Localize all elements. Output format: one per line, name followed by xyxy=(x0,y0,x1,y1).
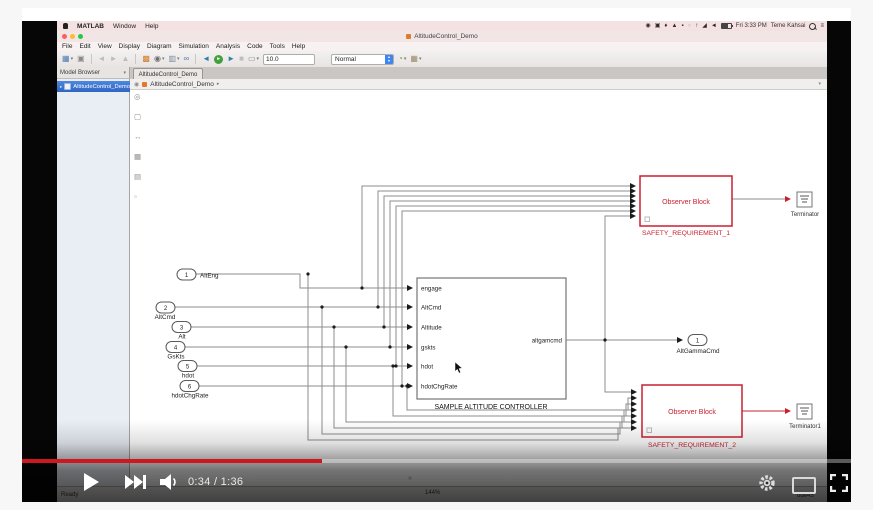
settings-gear-icon[interactable] xyxy=(758,474,776,492)
mac-menu-window[interactable]: Window xyxy=(112,22,137,30)
save-button[interactable]: ▣ xyxy=(77,54,85,63)
canvas-tool-strip: ◎ ▢ ↔ ▦ ▤ ▫ xyxy=(134,92,142,201)
tree-model-icon xyxy=(64,83,72,90)
play-button[interactable] xyxy=(84,473,99,491)
wifi-icon[interactable]: ◢ xyxy=(702,23,707,29)
toolbar: ▦▾ ▣ ◄ ► ▲ ▩ ◉▾ ▥▾ ∞ ◄ ► ► ■ ▭▾ xyxy=(57,51,827,68)
layers-tool-icon[interactable]: ▤ xyxy=(134,172,142,181)
mac-menu-help[interactable]: Help xyxy=(145,22,159,30)
notification-center-icon[interactable]: ≡ xyxy=(820,23,824,29)
breadcrumb-model-icon xyxy=(142,81,148,87)
miniplayer-button[interactable] xyxy=(792,477,816,494)
seek-bar[interactable] xyxy=(22,459,851,463)
menu-tools[interactable]: Tools xyxy=(269,43,285,50)
battery-icon[interactable] xyxy=(720,23,733,29)
tab-strip: AltitudeControl_Demo xyxy=(130,67,827,80)
menu-file[interactable]: File xyxy=(62,43,73,50)
breadcrumb-model-label[interactable]: AltitudeControl_Demo xyxy=(150,80,214,88)
close-button[interactable] xyxy=(62,34,67,39)
toolbar-separator xyxy=(135,54,137,64)
update-diagram-button[interactable]: ∞ xyxy=(183,54,190,63)
window-title: AltitudeControl_Demo xyxy=(414,33,478,40)
breadcrumb-options-icon[interactable]: ▾ xyxy=(818,81,821,87)
time-display: 0:34 / 1:36 xyxy=(188,476,244,488)
menu-edit[interactable]: Edit xyxy=(79,43,91,50)
new-model-button[interactable]: ▦▾ xyxy=(62,54,74,63)
mac-menu-app[interactable]: MATLAB xyxy=(77,22,104,30)
pan-tool-icon[interactable]: ↔ xyxy=(134,132,142,141)
record-icon[interactable]: ◉ xyxy=(645,23,651,29)
warning-icon[interactable]: ▲ xyxy=(671,23,678,29)
apple-icon[interactable] xyxy=(63,23,68,29)
tree-item-label: AltitudeControl_Demo xyxy=(73,83,130,90)
player-controls: 0:34 / 1:36 xyxy=(22,466,851,498)
shield-icon[interactable]: ♦ xyxy=(664,23,668,29)
mac-user[interactable]: Teme Kahsai xyxy=(770,23,806,29)
model-browser-panel: ▸ AltitudeControl_Demo xyxy=(57,79,130,486)
menu-analysis[interactable]: Analysis xyxy=(215,43,241,50)
seek-bar-played xyxy=(22,459,322,463)
volume-button[interactable] xyxy=(160,474,180,490)
display-icon[interactable]: ▪ xyxy=(681,23,684,29)
step-back-button[interactable]: ◄ xyxy=(202,54,211,63)
back-button[interactable]: ◄ xyxy=(97,54,106,63)
minimize-button[interactable] xyxy=(70,34,75,39)
tab-altitudecontrol-demo[interactable]: AltitudeControl_Demo xyxy=(133,68,203,80)
sim-stop-time-input[interactable] xyxy=(263,53,316,65)
deploy-button[interactable]: ▦▾ xyxy=(410,54,422,63)
build-button[interactable]: ◔▾ xyxy=(398,54,407,63)
upload-icon[interactable]: ↑ xyxy=(695,23,699,29)
check-icon[interactable]: ▣ xyxy=(654,23,661,29)
panel-collapse-icon[interactable]: ▾ xyxy=(123,69,126,76)
sim-mode-value: Normal xyxy=(335,55,356,63)
model-icon xyxy=(406,34,412,39)
run-button[interactable]: ► xyxy=(214,54,224,64)
tree-item-altitudecontrol-demo[interactable]: ▸ AltitudeControl_Demo xyxy=(57,81,130,92)
zoom-button[interactable] xyxy=(78,34,83,39)
stop-button[interactable]: ■ xyxy=(239,54,244,63)
fast-restart-button[interactable]: ▭▾ xyxy=(247,54,260,63)
fullscreen-button[interactable] xyxy=(830,474,848,492)
fit-to-view-icon[interactable]: ▢ xyxy=(134,112,142,121)
grid-tool-icon[interactable]: ▦ xyxy=(134,152,142,161)
spotlight-search-icon[interactable] xyxy=(809,22,817,30)
zoom-tool-icon[interactable]: ◎ xyxy=(134,92,141,101)
mac-clock[interactable]: Fri 3:33 PM xyxy=(735,23,767,29)
app-menubar: File Edit View Display Diagram Simulatio… xyxy=(57,42,827,51)
breadcrumb: ◉ AltitudeControl_Demo ▸ ▾ xyxy=(130,79,827,90)
menu-help[interactable]: Help xyxy=(291,43,306,50)
menu-code[interactable]: Code xyxy=(247,43,263,50)
annotation-tool-icon[interactable]: ▫ xyxy=(134,192,137,201)
library-browser-button[interactable]: ▩ xyxy=(142,54,150,63)
menu-diagram[interactable]: Diagram xyxy=(146,43,172,50)
model-settings-button[interactable]: ▥▾ xyxy=(168,54,180,63)
menu-view[interactable]: View xyxy=(97,43,112,50)
volume-status-icon[interactable]: ◄ xyxy=(710,23,717,29)
model-browser-header: Model Browser ▾ xyxy=(57,67,130,79)
forward-button[interactable]: ► xyxy=(109,54,118,63)
menu-simulation[interactable]: Simulation xyxy=(178,43,209,50)
menu-display[interactable]: Display xyxy=(118,43,140,50)
breadcrumb-home-icon[interactable]: ◉ xyxy=(134,81,140,88)
faded-status-icon[interactable]: ○ xyxy=(687,23,692,29)
up-to-parent-button[interactable]: ▲ xyxy=(121,54,130,63)
sim-mode-select[interactable]: Normal ▲▼ xyxy=(331,53,395,65)
model-config-button[interactable]: ◉▾ xyxy=(153,54,165,63)
tree-expander-icon[interactable]: ▸ xyxy=(60,83,63,89)
model-browser-title: Model Browser xyxy=(60,69,101,76)
step-forward-button[interactable]: ► xyxy=(227,54,236,63)
breadcrumb-chevron-icon: ▸ xyxy=(216,81,220,87)
toolbar-separator xyxy=(195,54,197,64)
tab-label: AltitudeControl_Demo xyxy=(138,71,198,78)
sim-mode-stepper-icon[interactable]: ▲▼ xyxy=(385,54,394,64)
mac-menubar: MATLAB Window Help ◉ ▣ ♦ ▲ ▪ ○ ↑ ◢ ◄ Fri… xyxy=(57,21,827,31)
toolbar-separator xyxy=(90,54,92,64)
next-button[interactable] xyxy=(125,475,147,489)
